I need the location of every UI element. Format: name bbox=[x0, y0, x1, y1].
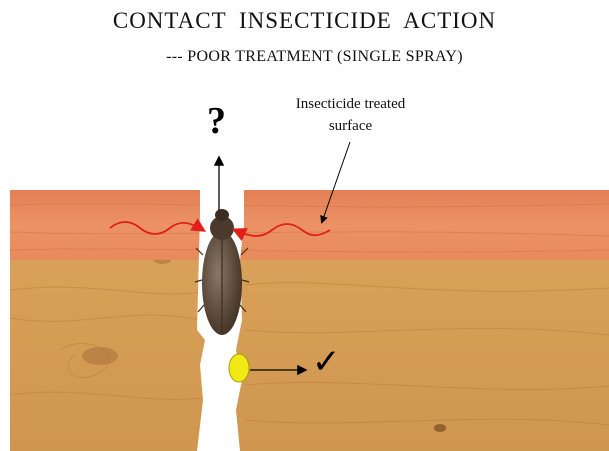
larva-icon bbox=[229, 354, 249, 382]
gallery-opening bbox=[200, 170, 244, 192]
check-icon: ✓ bbox=[312, 345, 341, 379]
wood-knot bbox=[82, 347, 118, 365]
wood-knot-small bbox=[434, 424, 446, 432]
treated-surface-layer bbox=[10, 190, 609, 260]
